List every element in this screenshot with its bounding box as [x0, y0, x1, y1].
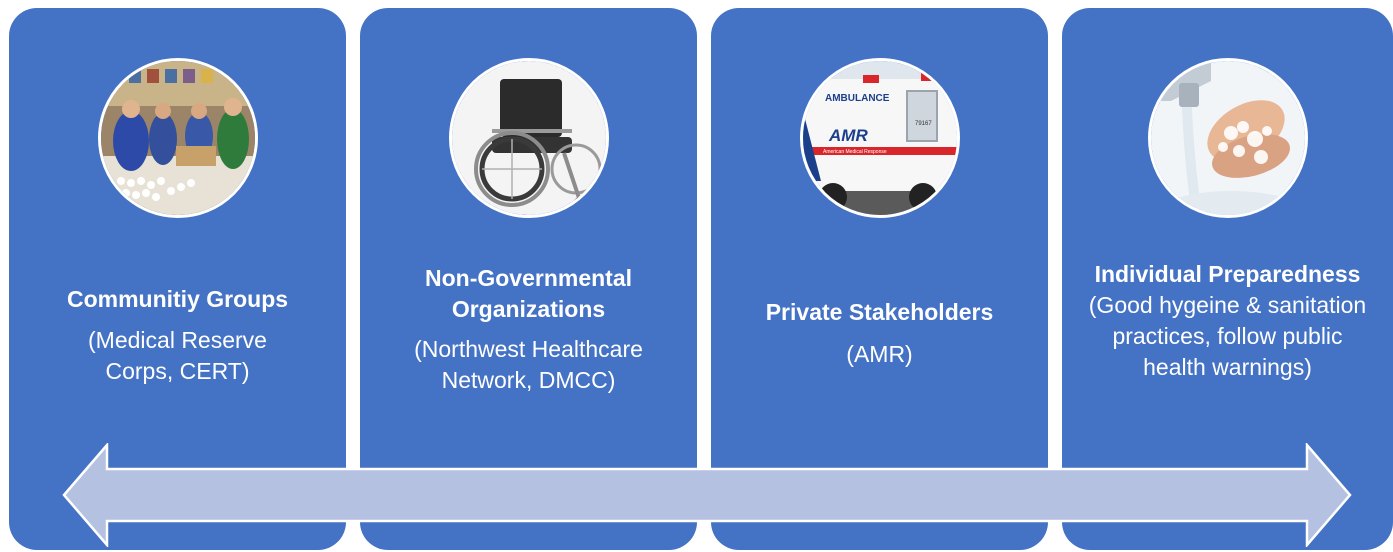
ambulance-image: AMBULANCE AMR 79167 American Medical Res…: [802, 61, 957, 215]
panel-title: Individual Preparedness: [1094, 261, 1361, 287]
volunteers-image: [100, 61, 255, 215]
ambulance-company: American Medical Response: [823, 149, 887, 155]
ambulance-photo: AMBULANCE AMR 79167 American Medical Res…: [799, 58, 960, 218]
panel-private-stakeholders: AMBULANCE AMR 79167 American Medical Res…: [711, 8, 1048, 550]
panel-individual-preparedness: Individual Preparedness (Good hygeine & …: [1062, 8, 1393, 550]
panel-subtitle: (AMR): [846, 341, 913, 367]
panel-title: Non-Governmental Organizations: [424, 265, 633, 322]
double-arrow-icon: [62, 443, 1352, 547]
panel-title: Private Stakeholders: [765, 299, 994, 325]
panel-community-groups: Communitiy Groups (Medical Reserve Corps…: [9, 8, 346, 550]
ambulance-label: AMBULANCE: [825, 93, 890, 104]
panel-subtitle: (Northwest Healthcare Network, DMCC): [414, 336, 643, 393]
wheelchair-image: [451, 61, 606, 215]
volunteers-photo: [97, 58, 258, 218]
handwashing-image: [1150, 61, 1305, 215]
panel-title: Communitiy Groups: [66, 286, 289, 312]
wheelchair-photo: [448, 58, 609, 218]
handwashing-photo: [1147, 58, 1308, 218]
amr-logo: AMR: [828, 126, 868, 145]
panel-ngos: Non-Governmental Organizations (Northwes…: [360, 8, 697, 550]
panel-subtitle: (Good hygeine & sanitation practices, fo…: [1088, 292, 1367, 380]
ambulance-unit-number: 79167: [915, 121, 932, 127]
panel-subtitle: (Medical Reserve Corps, CERT): [88, 327, 267, 384]
